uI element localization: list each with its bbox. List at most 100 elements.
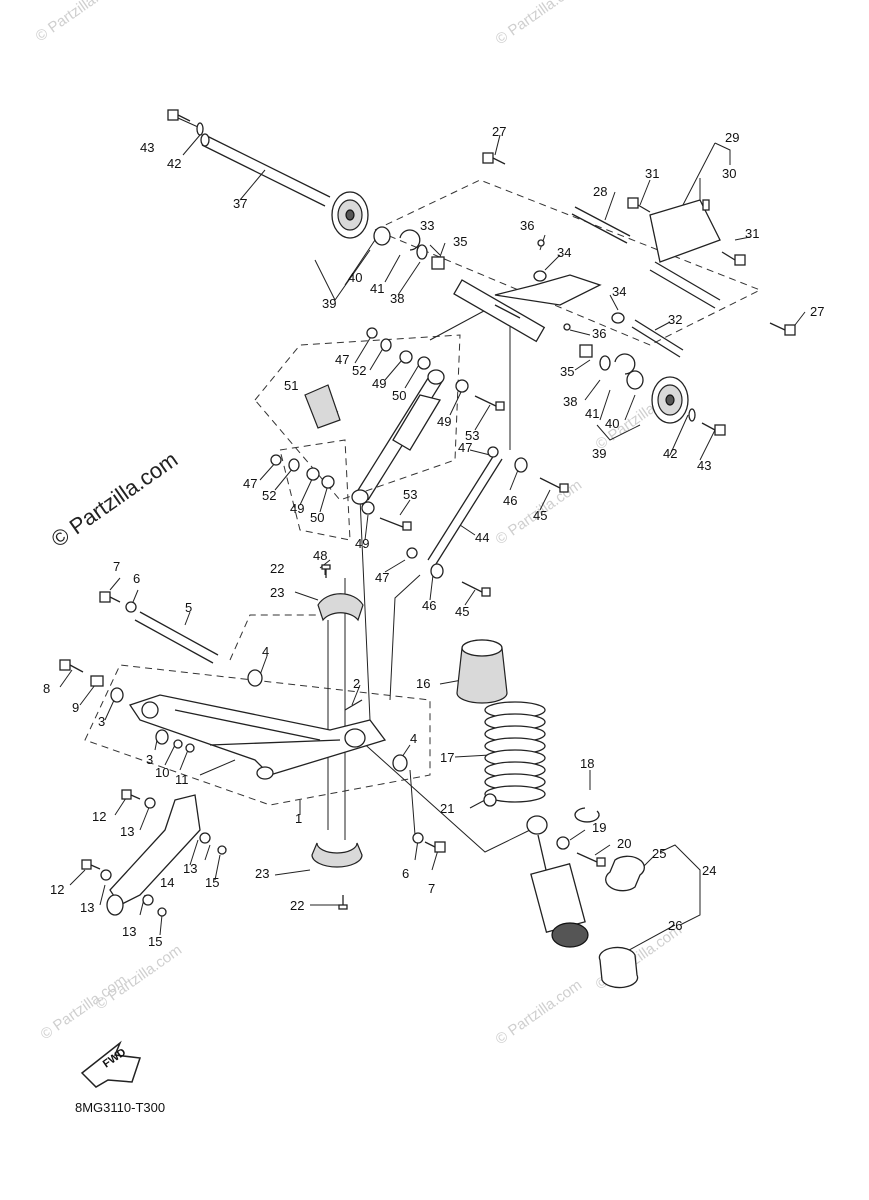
part-4-bushing-upper — [247, 669, 263, 687]
callout-39-lower: 39 — [592, 446, 606, 461]
callout-11: 11 — [175, 772, 189, 787]
part-47-nut-rod-bottom — [406, 547, 418, 559]
part-35-collar-lower-right — [579, 344, 593, 358]
callout-26: 26 — [668, 918, 682, 933]
callout-53-lower: 53 — [403, 487, 417, 502]
callout-9: 9 — [72, 700, 79, 715]
part-20-bolt — [576, 852, 606, 867]
part-51-damper-block — [304, 384, 341, 429]
callout-22-top: 22 — [270, 561, 284, 576]
callout-3-lower: 3 — [146, 752, 153, 767]
shock-dashed-group-upper — [254, 334, 461, 501]
watermark-bottom-right: © Partzilla.com — [493, 976, 586, 1048]
part-15-nut-upper — [217, 845, 227, 855]
callout-labels: 43 42 37 27 29 30 31 28 31 27 33 35 36 3… — [43, 124, 824, 949]
callout-50-lower: 50 — [310, 510, 324, 525]
callout-38-lower: 38 — [563, 394, 577, 409]
callout-17: 17 — [440, 750, 454, 765]
callout-36-lower: 36 — [592, 326, 606, 341]
callout-6-right: 6 — [402, 866, 409, 881]
callout-19: 19 — [592, 820, 606, 835]
part-52-bushing-upper — [380, 338, 392, 352]
part-46-bushing-rod-top — [514, 457, 528, 473]
callout-28: 28 — [593, 184, 607, 199]
lower-arm-frame — [128, 694, 387, 780]
callout-21: 21 — [440, 801, 454, 816]
part-49-washer-upper-a — [399, 350, 413, 364]
callout-2: 2 — [353, 676, 360, 691]
part-13-washer-d — [142, 894, 154, 906]
part-14-link-plate — [106, 794, 201, 916]
callout-24: 24 — [702, 863, 716, 878]
part-12-bolt-upper — [121, 789, 141, 800]
callout-4-upper: 4 — [262, 644, 269, 659]
callout-7-left: 7 — [113, 559, 120, 574]
part-8-bolt — [59, 659, 84, 673]
part-30-pin — [702, 199, 710, 211]
part-46-bushing-rod-bottom — [430, 563, 444, 579]
leader-lines — [59, 117, 806, 956]
part-29-bracket — [649, 199, 721, 309]
part-27-bolt-right — [769, 322, 796, 336]
part-7-bolt-right — [424, 841, 446, 853]
part-12-bolt-lower — [81, 859, 101, 870]
part-3-bushing-upper — [110, 687, 124, 703]
callout-33: 33 — [420, 218, 434, 233]
part-42-washer-upper-left — [196, 122, 204, 136]
part-23-stopper-top — [317, 593, 364, 622]
callout-47-rod-bottom: 47 — [375, 570, 389, 585]
part-19-collar — [556, 836, 570, 850]
fwd-arrow-icon: FWD — [80, 1040, 142, 1088]
part-47-nut-upper — [366, 327, 378, 339]
callout-25: 25 — [652, 846, 666, 861]
callout-31-right: 31 — [745, 226, 759, 241]
part-7-bolt-left — [99, 591, 121, 603]
callout-18: 18 — [580, 756, 594, 771]
callout-36-upper: 36 — [520, 218, 534, 233]
part-47-nut-lower — [270, 454, 282, 466]
callout-27-top: 27 — [492, 124, 506, 139]
part-22-screw-top — [321, 564, 331, 578]
part-38-spacer-lower-right — [599, 355, 611, 371]
part-44-link-rod — [427, 454, 503, 565]
part-13-washer-c — [100, 869, 112, 881]
part-23-stopper-bottom — [311, 842, 363, 868]
diagram-code: 8MG3110-T300 — [75, 1100, 165, 1115]
callout-1: 1 — [295, 811, 302, 826]
callout-45-bottom: 45 — [455, 604, 469, 619]
callout-52-upper: 52 — [352, 363, 366, 378]
callout-38-upper: 38 — [390, 291, 404, 306]
callout-3-upper: 3 — [98, 714, 105, 729]
part-13-washer-a — [144, 797, 156, 809]
part-31-bolt-left — [627, 197, 651, 213]
part-53-bolt-upper — [474, 395, 505, 411]
part-3-bushing-lower — [155, 729, 169, 745]
callout-50-upper: 50 — [392, 388, 406, 403]
callout-49-upper-b: 49 — [437, 414, 451, 429]
callout-52-lower: 52 — [262, 488, 276, 503]
watermark-bottom-left-2: © Partzilla.com — [93, 941, 186, 1013]
callout-30: 30 — [722, 166, 736, 181]
callout-6-left: 6 — [133, 571, 140, 586]
part-31-bolt-right — [721, 251, 746, 266]
callout-39-upper: 39 — [322, 296, 336, 311]
part-49-washer-lower-a — [306, 467, 320, 481]
callout-15-lower: 15 — [148, 934, 162, 949]
part-21-nut — [483, 793, 497, 807]
callout-49-upper-a: 49 — [372, 376, 386, 391]
callout-13-d: 13 — [122, 924, 136, 939]
part-4-bushing-lower — [392, 754, 408, 772]
callout-49-lower-b: 49 — [355, 536, 369, 551]
callout-41-lower: 41 — [585, 406, 599, 421]
lower-arm-dashed-top — [229, 614, 330, 661]
part-27-bolt-top — [482, 152, 506, 165]
part-18-clip — [574, 807, 600, 823]
part-24-rear-shock-absorber — [526, 815, 589, 948]
part-17-spring — [484, 701, 546, 803]
part-42-washer-lower-right — [688, 408, 696, 422]
part-32-shaft — [631, 319, 684, 358]
callout-13-b: 13 — [183, 861, 197, 876]
callout-42-upper: 42 — [167, 156, 181, 171]
part-45-bolt-rod-top — [539, 477, 569, 493]
